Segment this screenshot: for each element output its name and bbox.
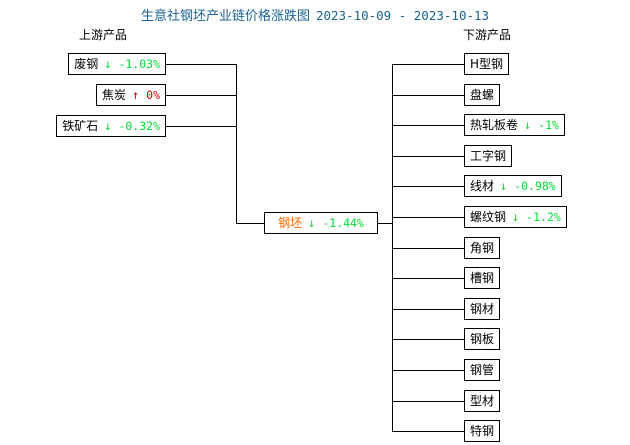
downstream-branch-1 (392, 64, 464, 65)
chart-title-date-range: 2023-10-09 - 2023-10-13 (315, 8, 490, 23)
chart-title: 生意社钢坯产业链价格涨跌图 2023-10-09 - 2023-10-13 (0, 8, 630, 25)
node-label: 特钢 (470, 424, 495, 438)
downstream-column-header: 下游产品 (463, 28, 512, 42)
downstream-node-8[interactable]: 槽钢 (464, 267, 501, 289)
node-label: 废钢 (74, 57, 99, 71)
down-arrow-icon: ↓ (104, 119, 112, 133)
node-label: 钢材 (470, 302, 495, 316)
downstream-node-7[interactable]: 角钢 (464, 237, 501, 259)
down-arrow-icon: ↓ (500, 179, 508, 193)
downstream-node-12[interactable]: 型材 (464, 390, 501, 412)
down-arrow-icon-value: ↓ -0.98% (500, 179, 556, 193)
downstream-branch-4 (392, 156, 464, 157)
chart-title-main: 生意社钢坯产业链价格涨跌图 (140, 9, 310, 24)
downstream-node-6[interactable]: 螺纹钢 ↓ -1.2% (464, 206, 567, 228)
node-label: 型材 (470, 394, 495, 408)
downstream-node-10[interactable]: 钢板 (464, 328, 501, 350)
node-label: 铁矿石 (62, 119, 99, 133)
down-arrow-icon: ↓ (524, 118, 532, 132)
downstream-node-2[interactable]: 盘螺 (464, 84, 501, 106)
upstream-branch-2 (166, 95, 236, 96)
upstream-branch-3 (166, 126, 236, 127)
downstream-node-5[interactable]: 线材 ↓ -0.98% (464, 175, 562, 197)
downstream-branch-3 (392, 125, 464, 126)
downstream-branch-13 (392, 431, 464, 432)
center-node[interactable]: 钢坯 ↓ -1.44% (264, 212, 378, 234)
downstream-branch-7 (392, 248, 464, 249)
down-arrow-icon: ↓ (308, 216, 316, 230)
node-label: 钢板 (470, 332, 495, 346)
node-label: 焦炭 (101, 88, 126, 102)
downstream-branch-5 (392, 186, 464, 187)
upstream-node-2[interactable]: 焦炭 ↑ 0% (95, 84, 166, 106)
downstream-node-4[interactable]: 工字钢 (464, 145, 513, 167)
node-label: 线材 (470, 179, 495, 193)
downstream-branch-6 (392, 217, 464, 218)
upstream-column-header: 上游产品 (79, 28, 128, 42)
upstream-to-center (236, 223, 264, 224)
down-arrow-icon-value: ↓ -1% (524, 118, 559, 132)
downstream-node-9[interactable]: 钢材 (464, 298, 501, 320)
downstream-branch-10 (392, 339, 464, 340)
downstream-branch-9 (392, 309, 464, 310)
down-arrow-icon-value: ↓ -1.2% (512, 210, 561, 224)
downstream-node-3[interactable]: 热轧板卷 ↓ -1% (464, 114, 565, 136)
downstream-node-11[interactable]: 钢管 (464, 359, 501, 381)
center-to-downstream (378, 223, 392, 224)
downstream-branch-11 (392, 370, 464, 371)
node-label: 螺纹钢 (470, 210, 507, 224)
node-label: 角钢 (470, 241, 495, 255)
downstream-branch-2 (392, 95, 464, 96)
upstream-branch-1 (166, 64, 236, 65)
node-label: 槽钢 (470, 271, 495, 285)
node-label: 工字钢 (470, 149, 507, 163)
down-arrow-icon: ↓ (104, 57, 112, 71)
up-arrow-icon-value: ↑ 0% (131, 88, 160, 102)
downstream-node-13[interactable]: 特钢 (464, 420, 501, 442)
down-arrow-icon-value: ↓ -1.03% (104, 57, 160, 71)
up-arrow-icon: ↑ (131, 88, 140, 102)
upstream-bus (236, 64, 237, 223)
node-label: 钢管 (470, 363, 495, 377)
upstream-node-1[interactable]: 废钢 ↓ -1.03% (68, 53, 166, 75)
node-label: H型钢 (470, 57, 504, 71)
node-label: 盘螺 (470, 88, 495, 102)
downstream-bus (392, 64, 393, 431)
down-arrow-icon-value: ↓ -1.44% (308, 216, 364, 230)
downstream-branch-12 (392, 401, 464, 402)
down-arrow-icon-value: ↓ -0.32% (104, 119, 160, 133)
downstream-node-1[interactable]: H型钢 (464, 53, 510, 75)
downstream-branch-8 (392, 278, 464, 279)
node-label: 钢坯 (278, 216, 303, 230)
down-arrow-icon: ↓ (512, 210, 520, 224)
upstream-node-3[interactable]: 铁矿石 ↓ -0.32% (56, 115, 166, 137)
node-label: 热轧板卷 (470, 118, 519, 132)
